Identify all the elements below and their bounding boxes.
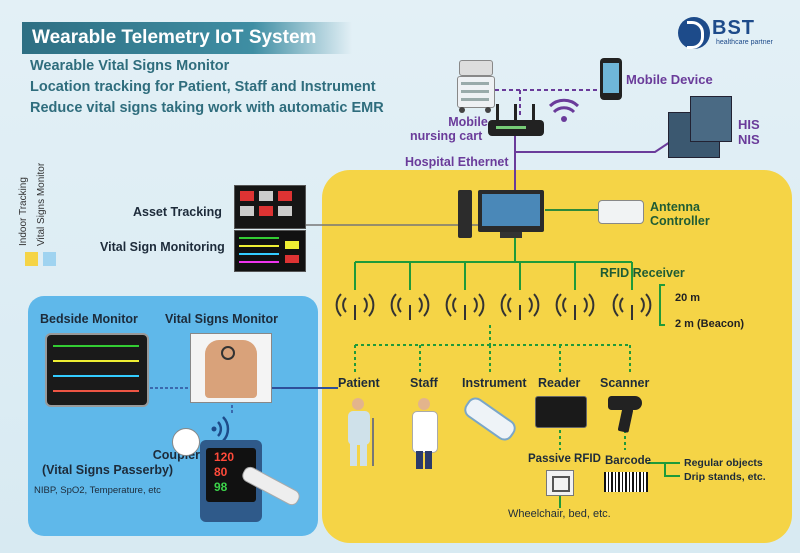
mobile-cart-label: Mobile [448,115,488,129]
logo-mark-icon [678,17,710,49]
rfid-tag-icon [546,470,574,496]
device-reading-spo2: 98 [214,480,228,494]
bedside-monitor-label: Bedside Monitor [40,312,138,326]
pc-monitor-icon [478,190,544,232]
legend-swatch-vital [43,252,56,266]
antenna-icon [445,293,485,320]
logo-tagline: healthcare partner [716,39,773,46]
target-staff-label: Staff [410,376,438,390]
range-20m-label: 20 m [675,292,701,304]
target-scanner-label: Scanner [600,376,650,390]
rfid-reader-icon [535,396,587,428]
coupler-sublabel: (Vital Signs Passerby) [42,463,174,477]
legend-swatch-indoor [25,252,38,266]
coupler-detail: NIBP, SpO2, Temperature, etc [34,485,161,496]
asset-tracking-screen [234,185,306,229]
mobile-device-icon [600,58,622,100]
device-reading-dia: 80 [214,465,228,479]
target-reader-label: Reader [538,376,581,390]
his-label: HIS [738,117,760,132]
mobile-device-label: Mobile Device [626,72,713,87]
antenna-icon [390,293,430,320]
vital-signs-monitor-label: Vital Signs Monitor [165,312,278,326]
router-icon [488,104,544,136]
passive-rfid-label: Passive RFID [528,453,601,465]
feature-line: Reduce vital signs taking work with auto… [30,100,384,116]
antenna-controller-icon [598,200,644,224]
bst-badge-icon [172,428,200,456]
barcode-icon [604,472,648,492]
pc-tower-icon [458,190,472,238]
staff-icon [408,398,442,470]
antenna-controller-label-2: Controller [650,214,710,228]
vital-monitoring-label: Vital Sign Monitoring [100,240,225,254]
antenna-icon [335,293,375,320]
antenna-icon [500,293,540,320]
page-title: Wearable Telemetry IoT System [22,22,352,54]
feature-line: Wearable Vital Signs Monitor [30,58,230,74]
barcode-target-drip: Drip stands, etc. [684,471,766,483]
pc-stand [500,232,522,238]
barcode-label: Barcode [605,455,652,467]
range-2m-label: 2 m (Beacon) [675,318,745,330]
antenna-icon [555,293,595,320]
vital-monitoring-screen [234,230,306,272]
barcode-target-regular: Regular objects [684,457,763,469]
nursing-cart-icon [455,60,495,113]
rfid-receiver-label: RFID Receiver [600,266,685,280]
mobile-cart-label-2: nursing cart [410,129,483,143]
target-patient-label: Patient [338,376,380,390]
feature-line: Location tracking for Patient, Staff and… [30,79,376,95]
nis-label: NIS [738,132,760,147]
patient-icon [342,398,382,468]
vital-signs-monitor-icon [190,333,272,403]
ethernet-label: Hospital Ethernet [405,155,509,169]
logo-text: BST [712,17,755,39]
barcode-scanner-icon [608,396,642,410]
device-reading-sys: 120 [214,450,235,464]
antenna-controller-label: Antenna [650,200,700,214]
antenna-icon [612,293,652,320]
bedside-monitor-icon [45,333,149,407]
asset-tracking-label: Asset Tracking [133,205,222,219]
rfid-targets-label: Wheelchair, bed, etc. [508,508,611,520]
target-instrument-label: Instrument [462,376,527,390]
server-icon [690,96,732,142]
